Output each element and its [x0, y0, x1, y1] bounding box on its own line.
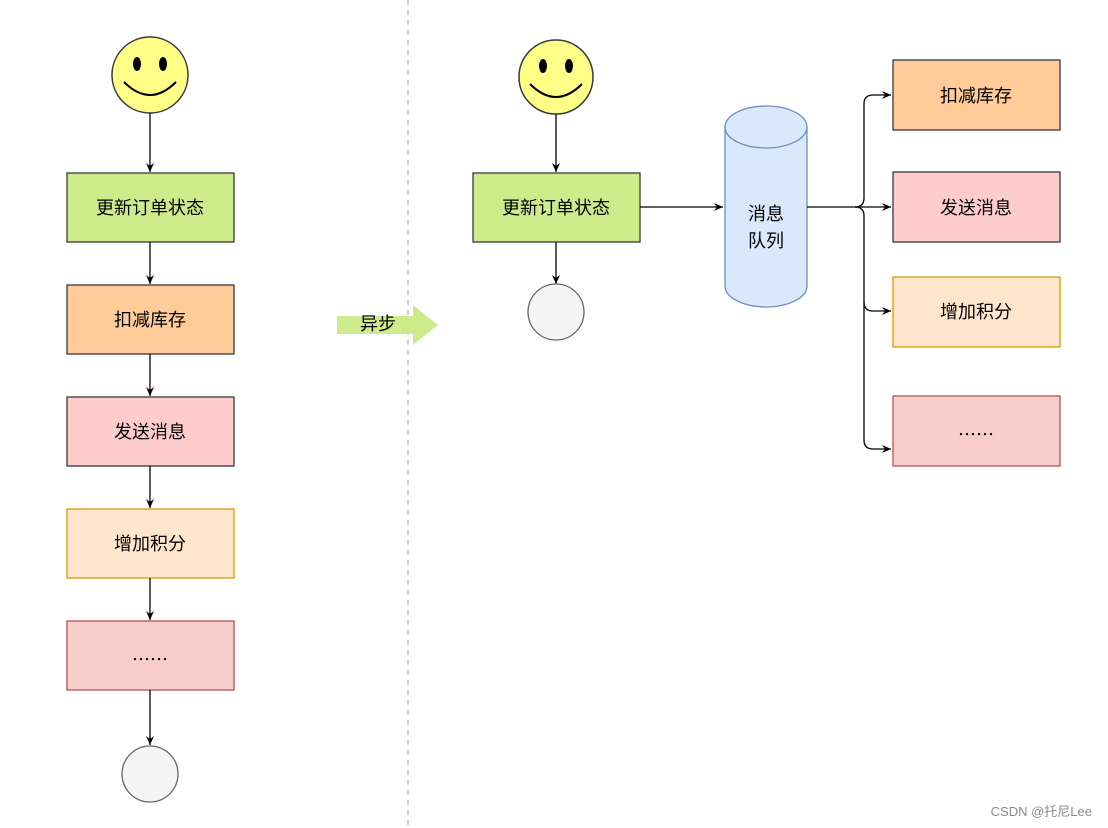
- sync-step-label: 发送消息: [114, 422, 186, 443]
- consumer-send-message: 发送消息: [892, 171, 1061, 243]
- sync-step-label: 扣减库存: [114, 310, 186, 331]
- fanout-edge: [863, 302, 891, 453]
- async-start-smiley-icon: [518, 39, 594, 115]
- sync-step-send-message: 发送消息: [66, 396, 235, 467]
- queue-label-line1: 消息: [748, 204, 784, 225]
- sync-end-circle: [121, 745, 179, 803]
- sync-start-smiley-icon: [111, 36, 189, 114]
- message-queue-cylinder: 消息 队列: [724, 105, 808, 308]
- queue-label-line2: 队列: [748, 231, 784, 252]
- consumer-add-points: 增加积分: [892, 276, 1061, 348]
- async-step-label: 更新订单状态: [502, 198, 610, 219]
- consumer-ellipsis: ……: [892, 395, 1061, 467]
- async-label: 异步: [360, 314, 396, 335]
- sync-step-ellipsis: ……: [66, 620, 235, 691]
- async-end-circle: [527, 283, 585, 341]
- async-step-update-order-status: 更新订单状态: [472, 172, 641, 243]
- sync-step-deduct-stock: 扣减库存: [66, 284, 235, 355]
- consumer-deduct-stock: 扣减库存: [892, 59, 1061, 131]
- consumer-label: 扣减库存: [940, 86, 1012, 107]
- async-arrow: 异步: [337, 305, 438, 345]
- consumer-label: ……: [958, 419, 994, 440]
- sync-step-add-points: 增加积分: [66, 508, 235, 579]
- csdn-watermark: CSDN @托尼Lee: [990, 804, 1092, 819]
- consumer-label: 增加积分: [940, 302, 1012, 323]
- sync-step-label: 更新订单状态: [96, 198, 204, 219]
- sync-step-label: ……: [132, 644, 168, 665]
- sync-step-update-order-status: 更新订单状态: [66, 172, 235, 243]
- fanout-edge: [807, 91, 891, 208]
- fanout-edge: [854, 206, 891, 315]
- consumer-label: 发送消息: [940, 198, 1012, 219]
- sync-step-label: 增加积分: [114, 534, 186, 555]
